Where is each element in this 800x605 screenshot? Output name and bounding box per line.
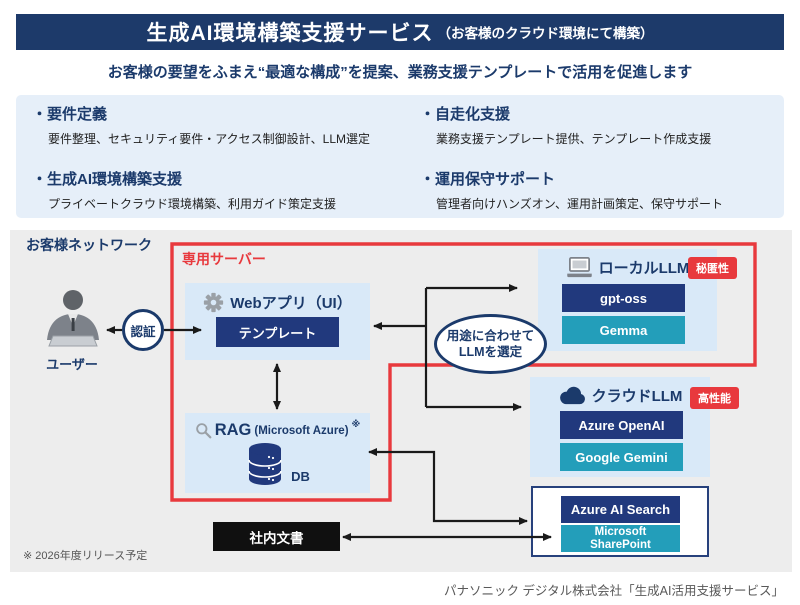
- llm-selector-line1: 用途に合わせて: [446, 329, 535, 343]
- subtitle: お客様の要望をふまえ“最適な構成”を提案、業務支援テンプレートで活用を促進します: [107, 64, 693, 81]
- cloud-llm-box: クラウドLLM 高性能 Azure OpenAI Google Gemini: [530, 377, 739, 477]
- feature-heading: ・運用保守サポート: [420, 170, 556, 188]
- db-row: DB: [185, 441, 370, 487]
- high-performance-badge: 高性能: [690, 387, 739, 409]
- laptop-icon: [566, 257, 592, 278]
- internal-docs-label: 社内文書: [249, 530, 304, 546]
- auth-label: 認証: [130, 324, 156, 339]
- feature-heading: ・生成AI環境構築支援: [32, 170, 183, 188]
- model-google-gemini: Google Gemini: [560, 443, 683, 471]
- feature-requirements: ・要件定義 要件整理、セキュリティ要件・アクセス制御設計、LLM選定: [32, 105, 420, 154]
- azure-ai-search: Azure AI Search: [561, 496, 680, 523]
- user-icon: [47, 290, 99, 347]
- architecture-diagram: お客様ネットワーク ユーザー 認証 専用サーバー: [10, 230, 792, 572]
- footer-credit: パナソニック デジタル株式会社「生成AI活用支援サービス」: [443, 584, 784, 598]
- local-llm-box: ローカルLLM 秘匿性 gpt-oss Gemma: [538, 249, 737, 351]
- user-label: ユーザー: [46, 357, 98, 372]
- feature-desc: 業務支援テンプレート提供、テンプレート作成支援: [436, 132, 712, 146]
- search-box: Azure AI Search Microsoft SharePoint: [531, 486, 709, 557]
- dedicated-server-label: 専用サーバー: [182, 251, 266, 267]
- rag-title-note: (Microsoft Azure): [254, 424, 349, 437]
- release-footnote: ※ 2026年度リリース予定: [23, 550, 148, 562]
- feature-desc: プライベートクラウド環境構築、利用ガイド策定支援: [48, 196, 337, 211]
- rag-asterisk: ※: [351, 419, 361, 429]
- feature-env-build: ・生成AI環境構築支援 プライベートクラウド環境構築、利用ガイド策定支援: [32, 170, 420, 219]
- db-label: DB: [291, 469, 310, 484]
- feature-heading: ・自走化支援: [420, 106, 511, 123]
- cloud-llm-header: クラウドLLM: [530, 385, 710, 406]
- database-icon: [248, 443, 282, 485]
- model-azure-openai: Azure OpenAI: [560, 411, 683, 439]
- microsoft-sharepoint: Microsoft SharePoint: [561, 525, 680, 552]
- gear-icon: [204, 292, 224, 313]
- webapp-box: Webアプリ（UI） テンプレート: [185, 283, 370, 360]
- feature-self-driving: ・自走化支援 業務支援テンプレート提供、テンプレート作成支援: [420, 105, 784, 154]
- model-gemma: Gemma: [562, 316, 685, 344]
- internal-docs-box: 社内文書: [213, 522, 340, 551]
- page-title-note: （お客様のクラウド環境にて構築）: [437, 26, 654, 41]
- magnifier-icon: [195, 423, 212, 439]
- feature-desc: 管理者向けハンズオン、運用計画策定、保守サポート: [436, 196, 724, 211]
- feature-heading: ・要件定義: [32, 106, 108, 123]
- arrow-rag-search: [368, 448, 528, 525]
- webapp-title: Webアプリ（UI）: [230, 295, 352, 312]
- cloud-icon: [559, 386, 585, 405]
- confidentiality-badge: 秘匿性: [688, 257, 737, 279]
- auth-circle: 認証: [122, 309, 164, 351]
- local-llm-title: ローカルLLM: [598, 260, 690, 277]
- page-title-bar: 生成AI環境構築支援サービス （お客様のクラウド環境にて構築）: [16, 14, 784, 50]
- rag-box: RAG (Microsoft Azure) ※ DB: [185, 413, 370, 493]
- llm-selector-note: 用途に合わせて LLMを選定: [434, 314, 547, 374]
- rag-header: RAG (Microsoft Azure) ※: [185, 419, 370, 440]
- customer-network-label: お客様ネットワーク: [26, 237, 152, 253]
- feature-desc: 要件整理、セキュリティ要件・アクセス制御設計、LLM選定: [48, 132, 371, 146]
- feature-panel: ・要件定義 要件整理、セキュリティ要件・アクセス制御設計、LLM選定 ・自走化支…: [16, 95, 784, 218]
- page-title: 生成AI環境構築支援サービス: [146, 22, 434, 45]
- rag-title: RAG: [214, 421, 252, 439]
- template-button: テンプレート: [216, 317, 339, 347]
- llm-selector-line2: LLMを選定: [458, 345, 523, 359]
- model-gpt-oss: gpt-oss: [562, 284, 685, 312]
- cloud-llm-title: クラウドLLM: [591, 388, 683, 405]
- feature-maintenance: ・運用保守サポート 管理者向けハンズオン、運用計画策定、保守サポート: [420, 170, 784, 219]
- webapp-header: Webアプリ（UI）: [185, 292, 370, 313]
